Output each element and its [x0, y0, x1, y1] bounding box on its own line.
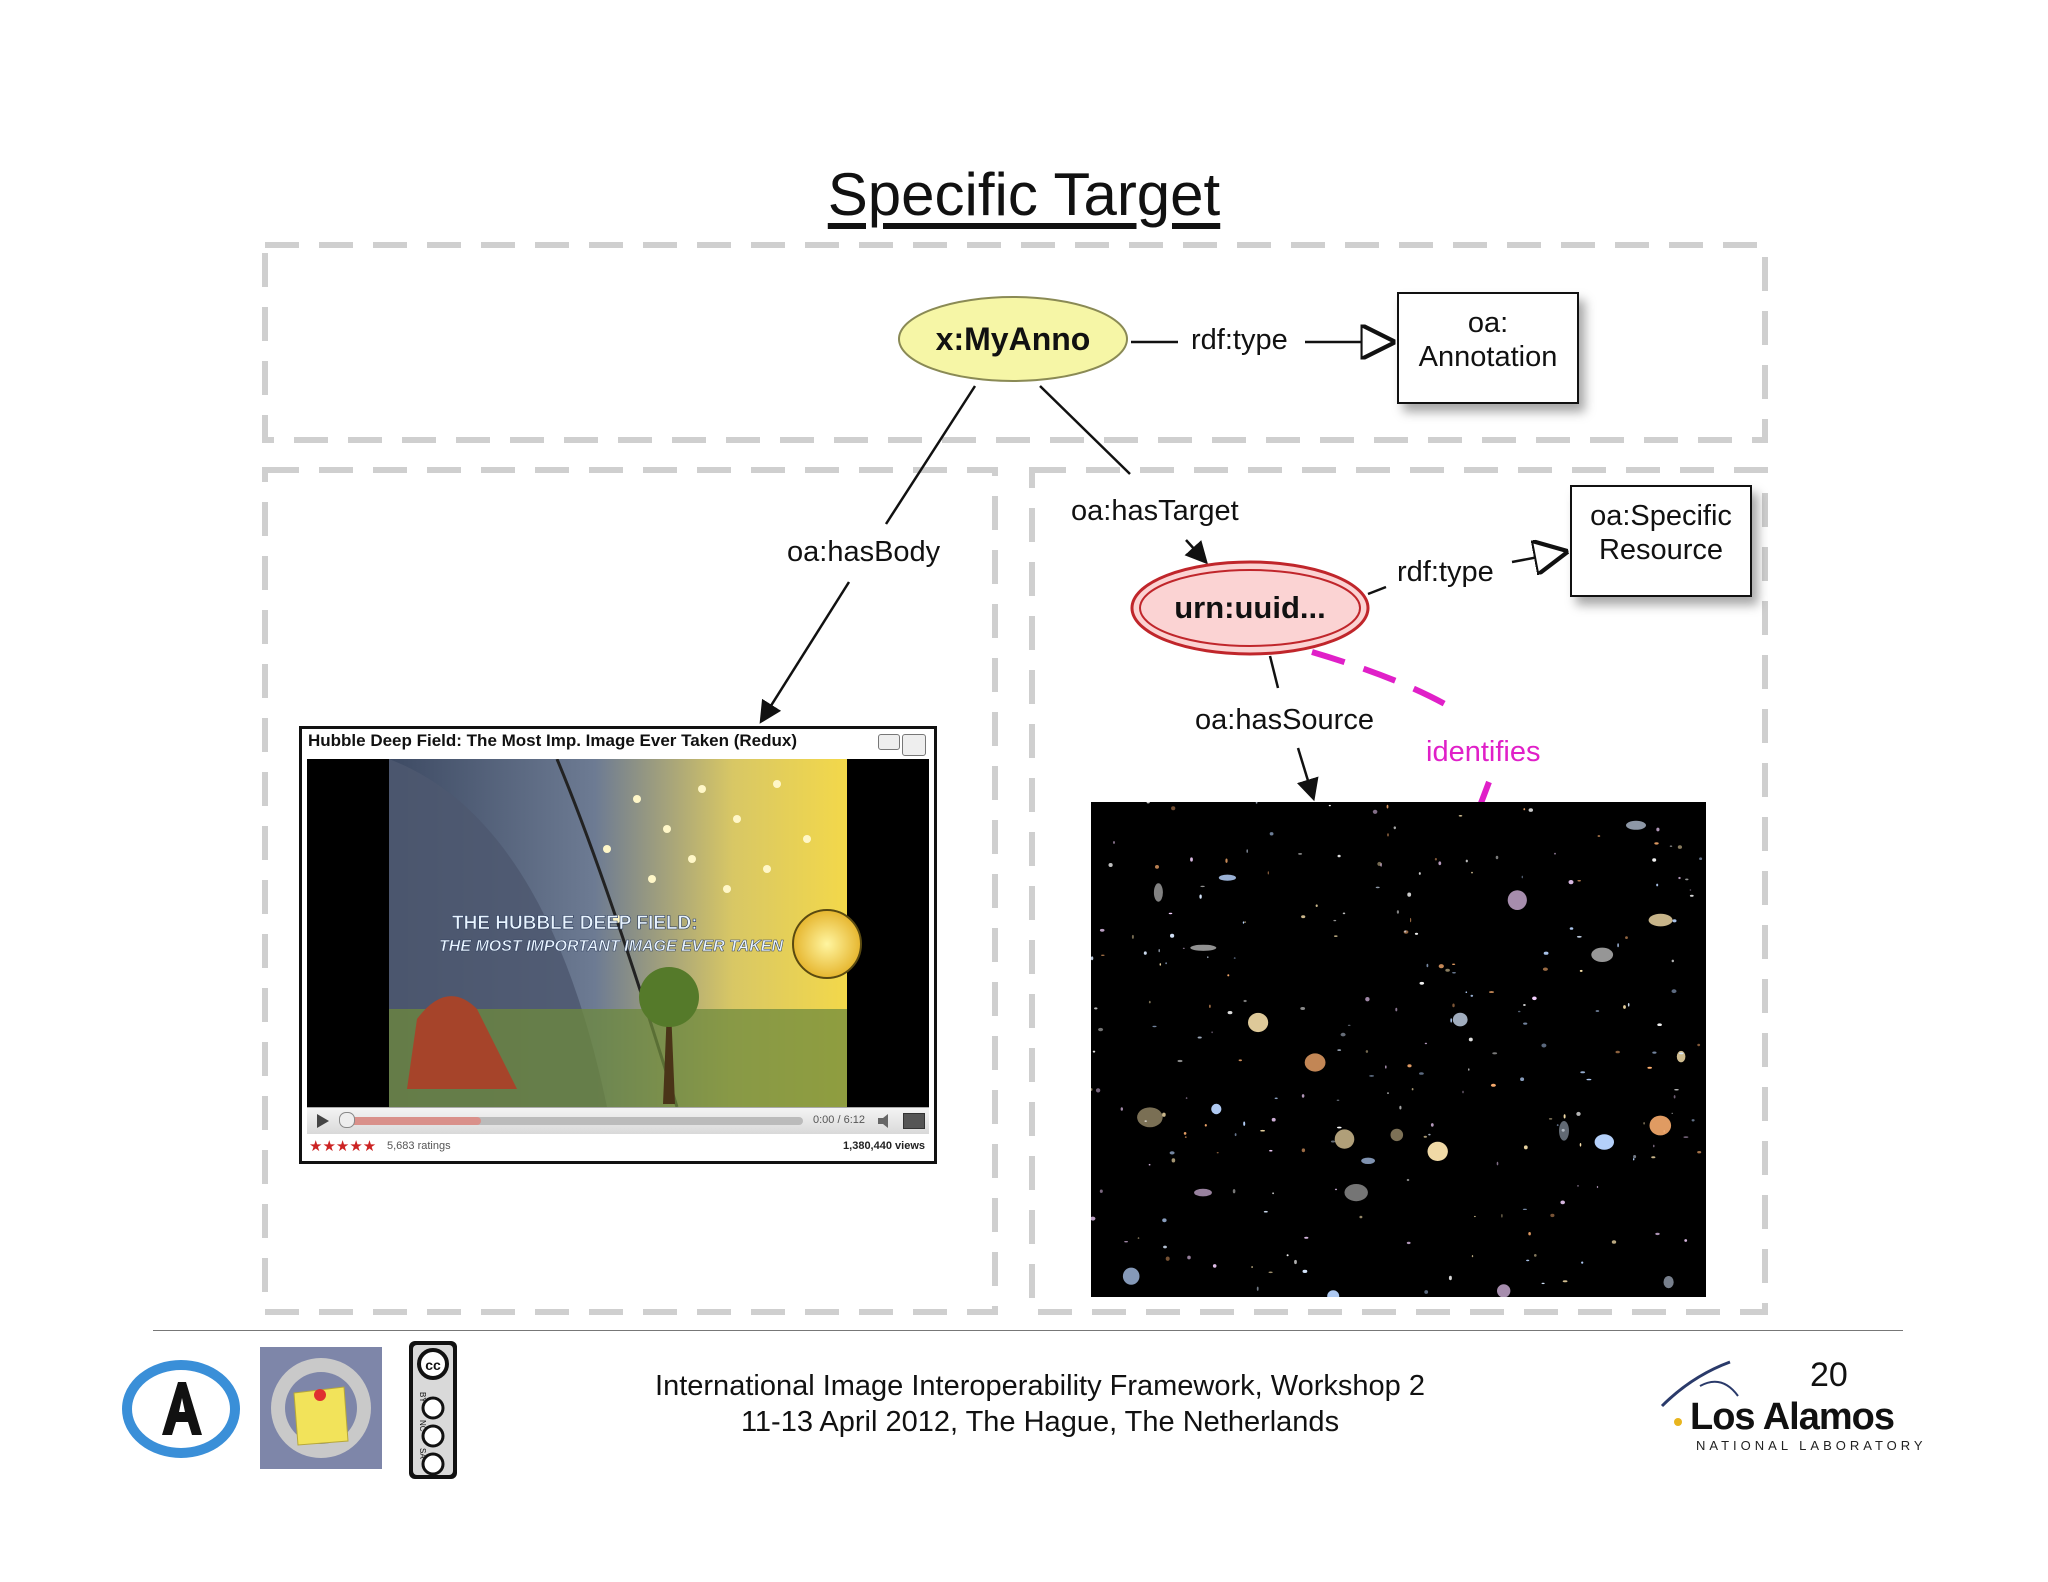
rating-count: 5,683 ratings [387, 1140, 451, 1152]
specific-resource-class-line2: Resource [1598, 534, 1724, 566]
top-region-border [262, 242, 1768, 443]
video-overlay-line2: THE MOST IMPORTANT IMAGE EVER TAKEN [439, 938, 783, 955]
los-alamos-logo-name: Los Alamos [1690, 1396, 1895, 1438]
footer-line2: 11-13 April 2012, The Hague, The Netherl… [740, 1406, 1340, 1438]
cc-icon [417, 1348, 449, 1380]
has-target-line-b [1184, 539, 1209, 565]
has-body-line-a [884, 385, 977, 525]
progress-track[interactable] [343, 1117, 803, 1125]
has-body-label: oa:hasBody [787, 536, 941, 568]
annotation-class-line1: oa: [1467, 307, 1509, 339]
fullscreen-icon[interactable] [903, 1113, 925, 1129]
noncommercial-icon [421, 1424, 445, 1448]
anno-node-label: x:MyAnno [935, 321, 1091, 357]
rating-stars[interactable]: ★★★★★ [309, 1138, 377, 1155]
has-source-label: oa:hasSource [1195, 704, 1374, 736]
expand-icon[interactable] [878, 734, 900, 750]
video-frame-art: THE HUBBLE DEEP FIELD: THE MOST IMPORTAN… [389, 759, 862, 1107]
los-alamos-swoosh-icon [1660, 1360, 1739, 1426]
resource-node [1130, 560, 1370, 656]
video-footer: ★★★★★ 5,683 ratings 1,380,440 views [307, 1135, 929, 1159]
page-number: 20 [1810, 1356, 1848, 1394]
has-target-label: oa:hasTarget [1071, 495, 1239, 527]
has-source-line-b [1296, 747, 1319, 802]
video-overlay-line1: THE HUBBLE DEEP FIELD: [452, 913, 698, 934]
slide-title: Specific Target [827, 161, 1221, 228]
creative-commons-badge: cc BY NC SA [409, 1341, 457, 1479]
identifies-curve-top [1311, 649, 1454, 711]
video-player: Hubble Deep Field: The Most Imp. Image E… [299, 726, 937, 1164]
footer-line1: International Image Interoperability Fra… [655, 1370, 1425, 1402]
rdf-type-2-line-b [1511, 552, 1565, 562]
has-target-line-a [1039, 385, 1131, 475]
cc-term-sa: SA [418, 1448, 427, 1459]
identifies-label: identifies [1426, 736, 1541, 768]
los-alamos-logo-subtitle: NATIONAL LABORATORY [1696, 1438, 1927, 1453]
volume-icon[interactable] [877, 1114, 895, 1128]
play-icon[interactable] [315, 1113, 331, 1129]
has-body-line-b [759, 581, 851, 724]
sharealike-icon [421, 1452, 445, 1476]
right-region-border [1029, 467, 1768, 1315]
annotation-class-box: oa: Annotation [1397, 292, 1579, 404]
video-controls: 0:00 / 6:12 [307, 1107, 929, 1134]
footer-text: International Image Interoperability Fra… [560, 1368, 1520, 1440]
video-title: Hubble Deep Field: The Most Imp. Image E… [308, 731, 797, 750]
cc-term-by: BY [418, 1392, 427, 1403]
rdf-type-label-1: rdf:type [1191, 324, 1288, 356]
cc-term-nc: NC [418, 1420, 427, 1432]
svg-text:cc: cc [425, 1357, 441, 1373]
rdf-type-2-line-a [1367, 585, 1387, 596]
anno-node [898, 296, 1128, 382]
progress-fill [343, 1117, 481, 1125]
video-screen[interactable]: THE HUBBLE DEEP FIELD: THE MOST IMPORTAN… [307, 759, 929, 1107]
video-time: 0:00 / 6:12 [813, 1114, 865, 1126]
rdf-type-label-2: rdf:type [1397, 556, 1494, 588]
annotator-logo [122, 1360, 240, 1458]
annotation-pin-logo [260, 1347, 382, 1469]
scrubber-handle[interactable] [339, 1112, 355, 1128]
left-region-border [262, 467, 998, 1315]
deep-field-galaxies [1091, 802, 1703, 1297]
annotation-class-line2: Annotation [1418, 341, 1558, 373]
block-icon[interactable] [902, 734, 926, 756]
has-source-line-a [1268, 655, 1280, 689]
view-count: 1,380,440 views [843, 1140, 925, 1152]
footer-rule [153, 1330, 1903, 1331]
resource-node-label: urn:uuid... [1174, 590, 1326, 625]
hubble-deep-field-image [1091, 802, 1706, 1297]
specific-resource-class-line1: oa:Specific [1590, 500, 1732, 532]
specific-resource-class-box: oa:Specific Resource [1570, 485, 1752, 597]
attribution-icon [421, 1396, 445, 1420]
